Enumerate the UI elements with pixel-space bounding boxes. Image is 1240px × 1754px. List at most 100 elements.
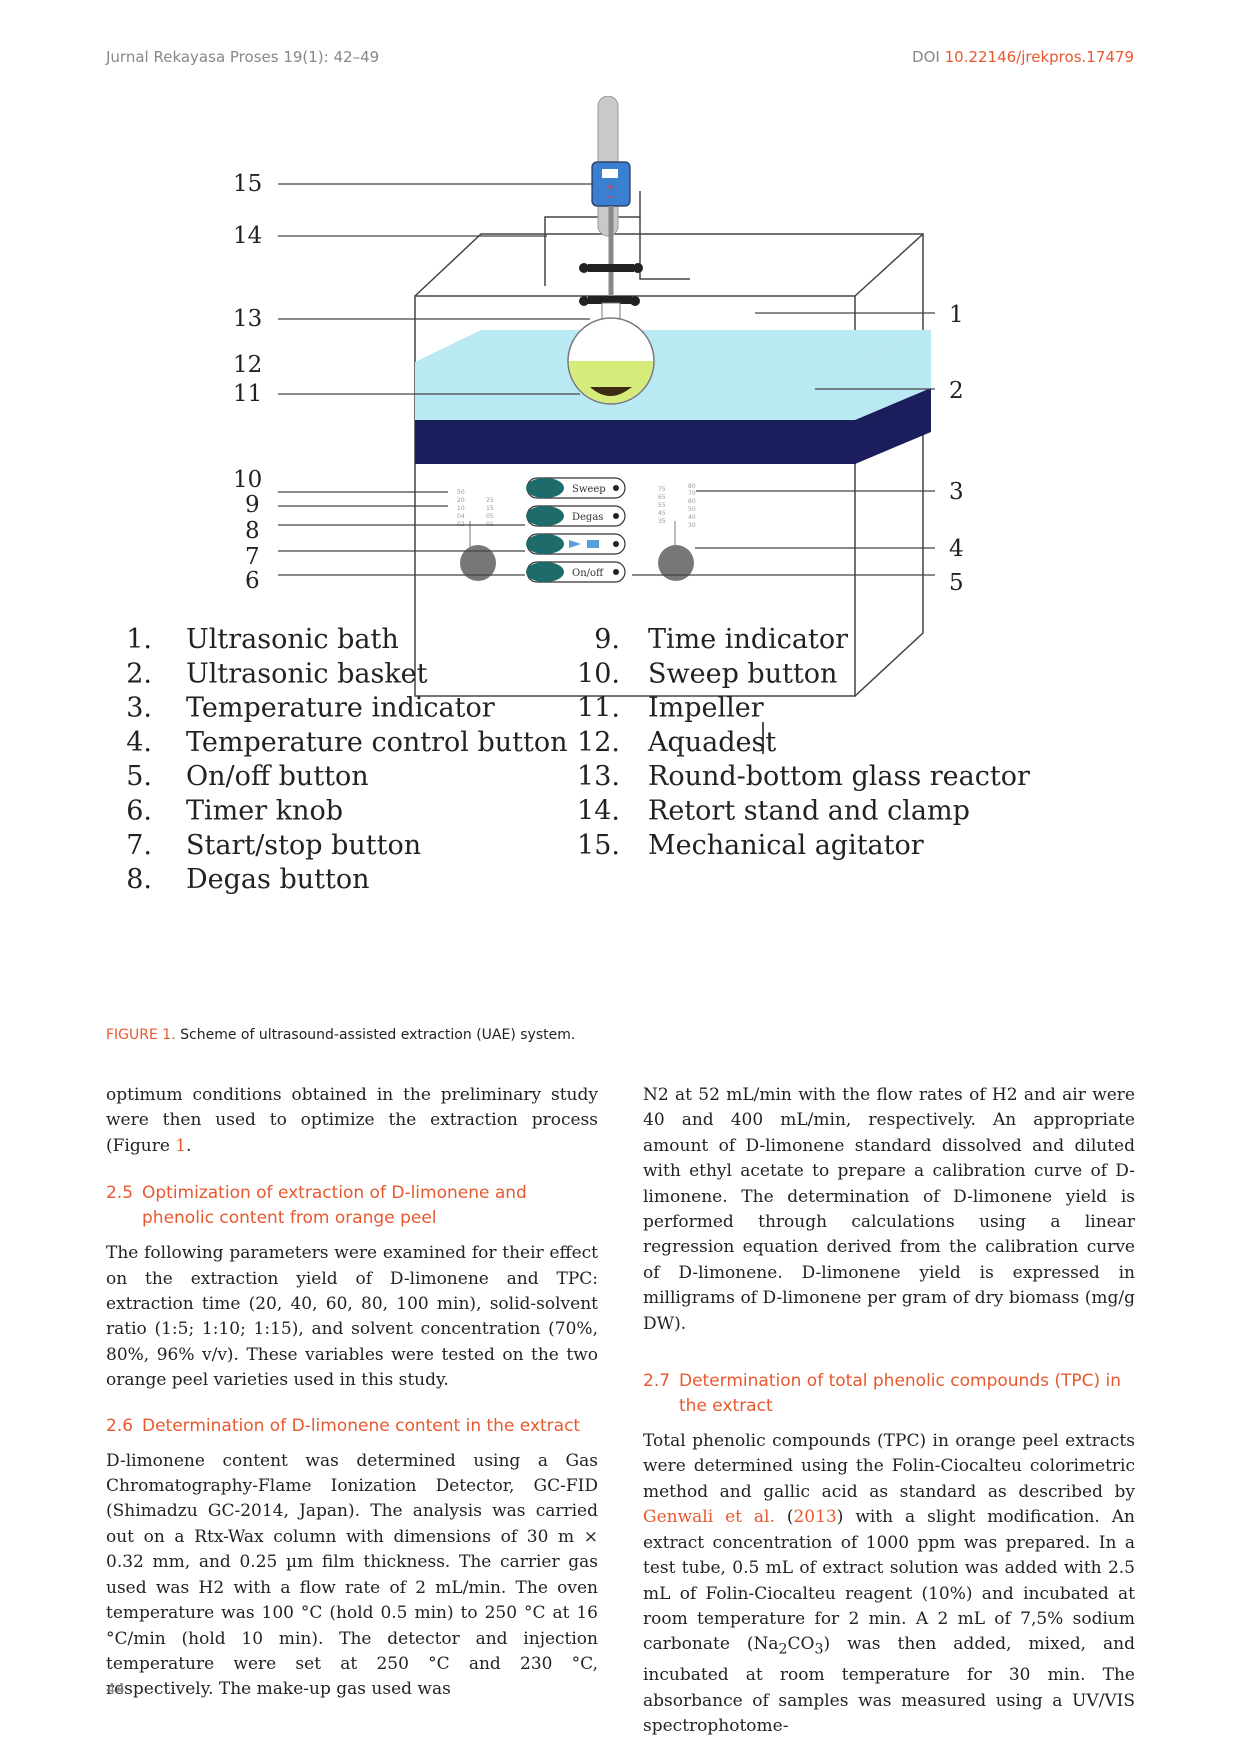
doi-header: DOI 10.22146/jrekpros.17479 <box>912 48 1134 66</box>
legend-item-text: On/off button <box>186 761 369 792</box>
legend-number: 6. <box>126 796 152 827</box>
on-off-button[interactable]: On/off <box>526 561 626 583</box>
impeller <box>590 387 632 396</box>
callout-label-5: 5 <box>949 570 964 596</box>
svg-text:05: 05 <box>486 513 494 520</box>
mechanical-agitator: + − <box>579 96 643 396</box>
legend-item-text: Temperature control button <box>186 727 567 758</box>
svg-text:30: 30 <box>688 522 696 529</box>
legend-item-text: Mechanical agitator <box>648 830 924 861</box>
legend-number: 10. <box>577 658 620 689</box>
doi-link[interactable]: 10.22146/jrekpros.17479 <box>944 48 1134 66</box>
svg-text:35: 35 <box>658 518 666 525</box>
paragraph-gc-fid: D-limonene content was determined using … <box>106 1450 598 1700</box>
legend-number: 5. <box>126 761 152 792</box>
svg-text:75: 75 <box>658 486 666 493</box>
callout-label-13: 13 <box>233 306 262 332</box>
doi-prefix: DOI <box>912 48 945 66</box>
sweep-button-label: Sweep <box>572 484 606 495</box>
retort-stand <box>544 191 690 286</box>
left-column: optimum conditions obtained in the preli… <box>106 1083 598 1703</box>
legend-number: 7. <box>126 830 152 861</box>
callout-label-10: 10 <box>233 467 262 493</box>
svg-text:60: 60 <box>688 498 696 505</box>
paragraph-tpc: Total phenolic compounds (TPC) in orange… <box>643 1431 1135 1736</box>
callout-label-4: 4 <box>949 536 964 562</box>
figure-ref-link[interactable]: 1 <box>175 1135 187 1156</box>
callout-lines <box>278 183 935 576</box>
svg-text:80: 80 <box>688 483 696 490</box>
svg-text:50: 50 <box>457 489 465 496</box>
legend-number: 14. <box>577 796 620 827</box>
callout-label-12: 12 <box>233 352 262 378</box>
timer-knob[interactable] <box>460 545 496 581</box>
callout-label-6: 6 <box>245 568 260 594</box>
legend-number: 11. <box>577 693 620 724</box>
svg-text:−: − <box>607 192 615 203</box>
figure-label: FIGURE 1. <box>106 1027 176 1043</box>
svg-text:04: 04 <box>457 513 465 520</box>
round-bottom-glass-reactor <box>567 302 655 405</box>
legend-item-text: Aquadest <box>647 727 776 758</box>
callout-label-8: 8 <box>245 518 260 544</box>
right-column: N2 at 52 mL/min with the flow rates of H… <box>643 1083 1135 1739</box>
callout-label-9: 9 <box>245 492 260 518</box>
legend-number: 9. <box>594 624 620 655</box>
svg-text:65: 65 <box>658 494 666 501</box>
svg-text:40: 40 <box>688 514 696 521</box>
figure-caption: FIGURE 1. Scheme of ultrasound-assisted … <box>106 1027 575 1043</box>
legend-number: 4. <box>126 727 152 758</box>
legend-item-text: Degas button <box>186 864 369 895</box>
page-number: 44 <box>106 1680 126 1698</box>
legend-item-text: Time indicator <box>648 624 848 655</box>
legend-item-text: Sweep button <box>648 658 837 689</box>
legend-number: 15. <box>577 830 620 861</box>
callout-label-7: 7 <box>245 544 260 570</box>
legend-number: 12. <box>577 727 620 758</box>
sweep-button[interactable]: Sweep <box>526 477 626 499</box>
degas-button[interactable]: Degas <box>526 505 626 527</box>
svg-text:25: 25 <box>486 497 494 504</box>
figure-number-labels: 15 14 13 12 11 10 9 8 7 6 1 2 3 4 5 <box>233 171 964 596</box>
temperature-control-button[interactable] <box>658 545 694 581</box>
legend-number: 8. <box>126 864 152 895</box>
legend-item-text: Temperature indicator <box>186 693 495 724</box>
svg-text:50: 50 <box>688 506 696 513</box>
callout-label-1: 1 <box>949 302 964 328</box>
callout-label-11: 11 <box>233 381 262 407</box>
svg-text:45: 45 <box>658 510 666 517</box>
paragraph-parameters: The following parameters were examined f… <box>106 1243 598 1391</box>
svg-text:15: 15 <box>486 505 494 512</box>
legend-number: 3. <box>126 693 152 724</box>
caption-text: Scheme of ultrasound-assisted extraction… <box>175 1027 576 1043</box>
start-stop-button[interactable] <box>526 533 626 555</box>
legend-item-text: Ultrasonic basket <box>186 658 428 689</box>
legend-item-text: Round-bottom glass reactor <box>648 761 1030 792</box>
citation-link-year[interactable]: 2013 <box>793 1507 837 1528</box>
ultrasonic-basket <box>415 388 931 464</box>
on-off-button-label: On/off <box>572 568 604 579</box>
callout-label-15: 15 <box>233 171 262 197</box>
aquadest-water <box>415 330 931 420</box>
legend-item-text: Impeller <box>648 693 764 724</box>
legend-number: 1. <box>126 624 152 655</box>
legend-item-text: Ultrasonic bath <box>186 624 399 655</box>
paragraph-continuation: optimum conditions obtained in the preli… <box>106 1085 598 1156</box>
legend-item-text: Timer knob <box>186 796 343 827</box>
callout-label-14: 14 <box>233 223 262 249</box>
svg-text:10: 10 <box>457 505 465 512</box>
citation-link-author[interactable]: Genwali et al. <box>643 1507 775 1528</box>
callout-label-2: 2 <box>949 378 964 404</box>
callout-label-3: 3 <box>949 479 964 505</box>
svg-text:20: 20 <box>457 497 465 504</box>
paragraph-limonene-yield: N2 at 52 mL/min with the flow rates of H… <box>643 1085 1135 1334</box>
stop-icon <box>587 540 599 548</box>
svg-text:55: 55 <box>658 502 666 509</box>
